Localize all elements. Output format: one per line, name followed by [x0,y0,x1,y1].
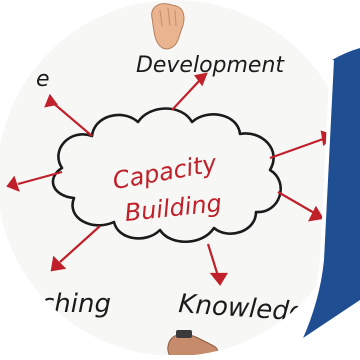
blue-panel [300,48,360,340]
label-left-upper: e [36,67,50,92]
hand-icon [151,3,185,50]
blue-panel-edge [298,59,334,341]
hand-icon [167,330,219,356]
label-development: Development [136,53,285,78]
label-bottom-left: ching [40,289,111,319]
